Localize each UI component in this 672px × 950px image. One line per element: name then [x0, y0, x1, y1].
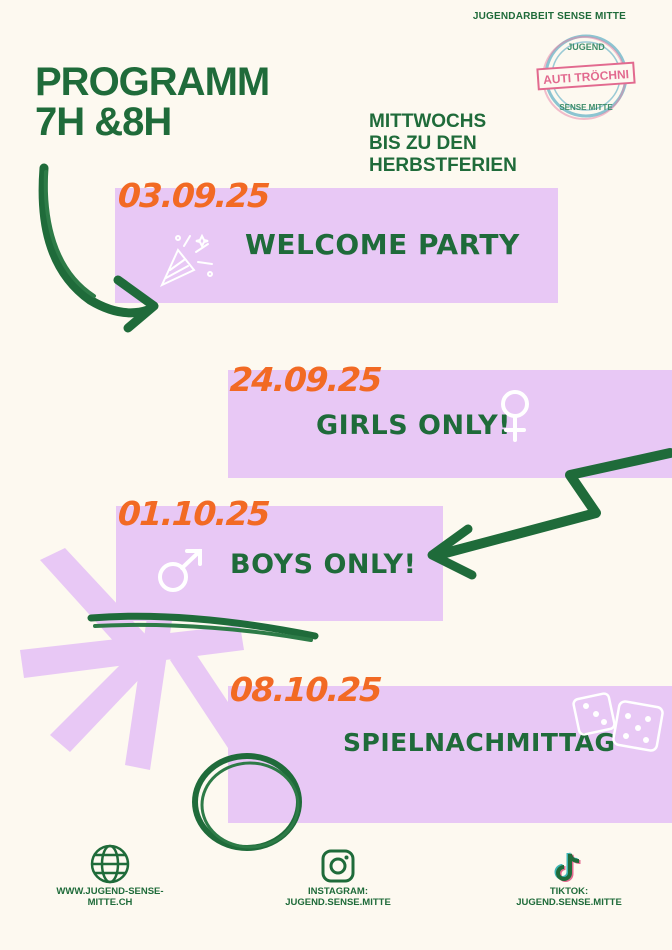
event-band-2 [228, 370, 672, 478]
title-line-2: 7H &8H [35, 100, 172, 144]
event-band-4 [228, 686, 672, 823]
brush-stroke-decoration [87, 612, 319, 642]
event-date-1: 03.09.25 [116, 176, 270, 215]
male-symbol-icon [158, 549, 202, 592]
website-line-1: WWW.JUGEND-SENSE- [56, 886, 164, 897]
subtitle-line-1: MITTWOCHS [369, 111, 487, 132]
event-title-4: SPIELNACHMITTAG [343, 728, 616, 757]
instagram-line-1: INSTAGRAM: [308, 886, 368, 897]
event-title-2: GIRLS ONLY! [316, 410, 511, 441]
event-title-1: WELCOME PARTY [245, 228, 520, 261]
female-symbol-icon [501, 390, 529, 442]
stamp-logo: JUGEND AUTI TRÖCHNI SENSE MITTE [534, 30, 638, 124]
subtitle-line-3: HERBSTFERIEN [369, 155, 517, 176]
organization-name: JUGENDARBEIT SENSE MITTE [472, 11, 626, 22]
globe-icon [90, 844, 130, 884]
event-date-2: 24.09.25 [228, 360, 382, 399]
website-link[interactable]: WWW.JUGEND-SENSE- MITTE.CH [50, 886, 170, 908]
event-date-3: 01.10.25 [116, 494, 270, 533]
instagram-line-2: JUGEND.SENSE.MITTE [285, 897, 391, 908]
page-title: PROGRAMM 7H &8H [35, 60, 270, 144]
subtitle-line-2: BIS ZU DEN [369, 133, 477, 154]
website-line-2: MITTE.CH [87, 897, 133, 908]
instagram-link[interactable]: INSTAGRAM: JUGEND.SENSE.MITTE [268, 886, 408, 908]
circle-scribble-decoration [192, 753, 302, 851]
instagram-icon [321, 849, 355, 883]
stamp-top-text: JUGEND [567, 42, 605, 52]
schedule-subtitle: MITTWOCHS BIS ZU DEN HERBSTFERIEN [369, 111, 517, 177]
arrow-decoration-1 [38, 163, 159, 333]
dice-icon [572, 692, 664, 752]
arrow-decoration-2 [427, 448, 672, 580]
event-band-1 [115, 188, 558, 303]
tiktok-line-1: TIKTOK: [549, 886, 589, 897]
event-date-4: 08.10.25 [228, 670, 382, 709]
tiktok-icon [554, 852, 581, 882]
title-line-1: PROGRAMM [35, 60, 270, 104]
stamp-bottom-text: SENSE MITTE [559, 103, 613, 112]
tiktok-link[interactable]: TIKTOK: JUGEND.SENSE.MITTE [499, 886, 639, 908]
party-popper-icon [159, 233, 213, 288]
event-title-3: BOYS ONLY! [230, 549, 417, 580]
stamp-middle-text: AUTI TRÖCHNI [543, 66, 630, 87]
tiktok-line-2: JUGEND.SENSE.MITTE [516, 897, 622, 908]
